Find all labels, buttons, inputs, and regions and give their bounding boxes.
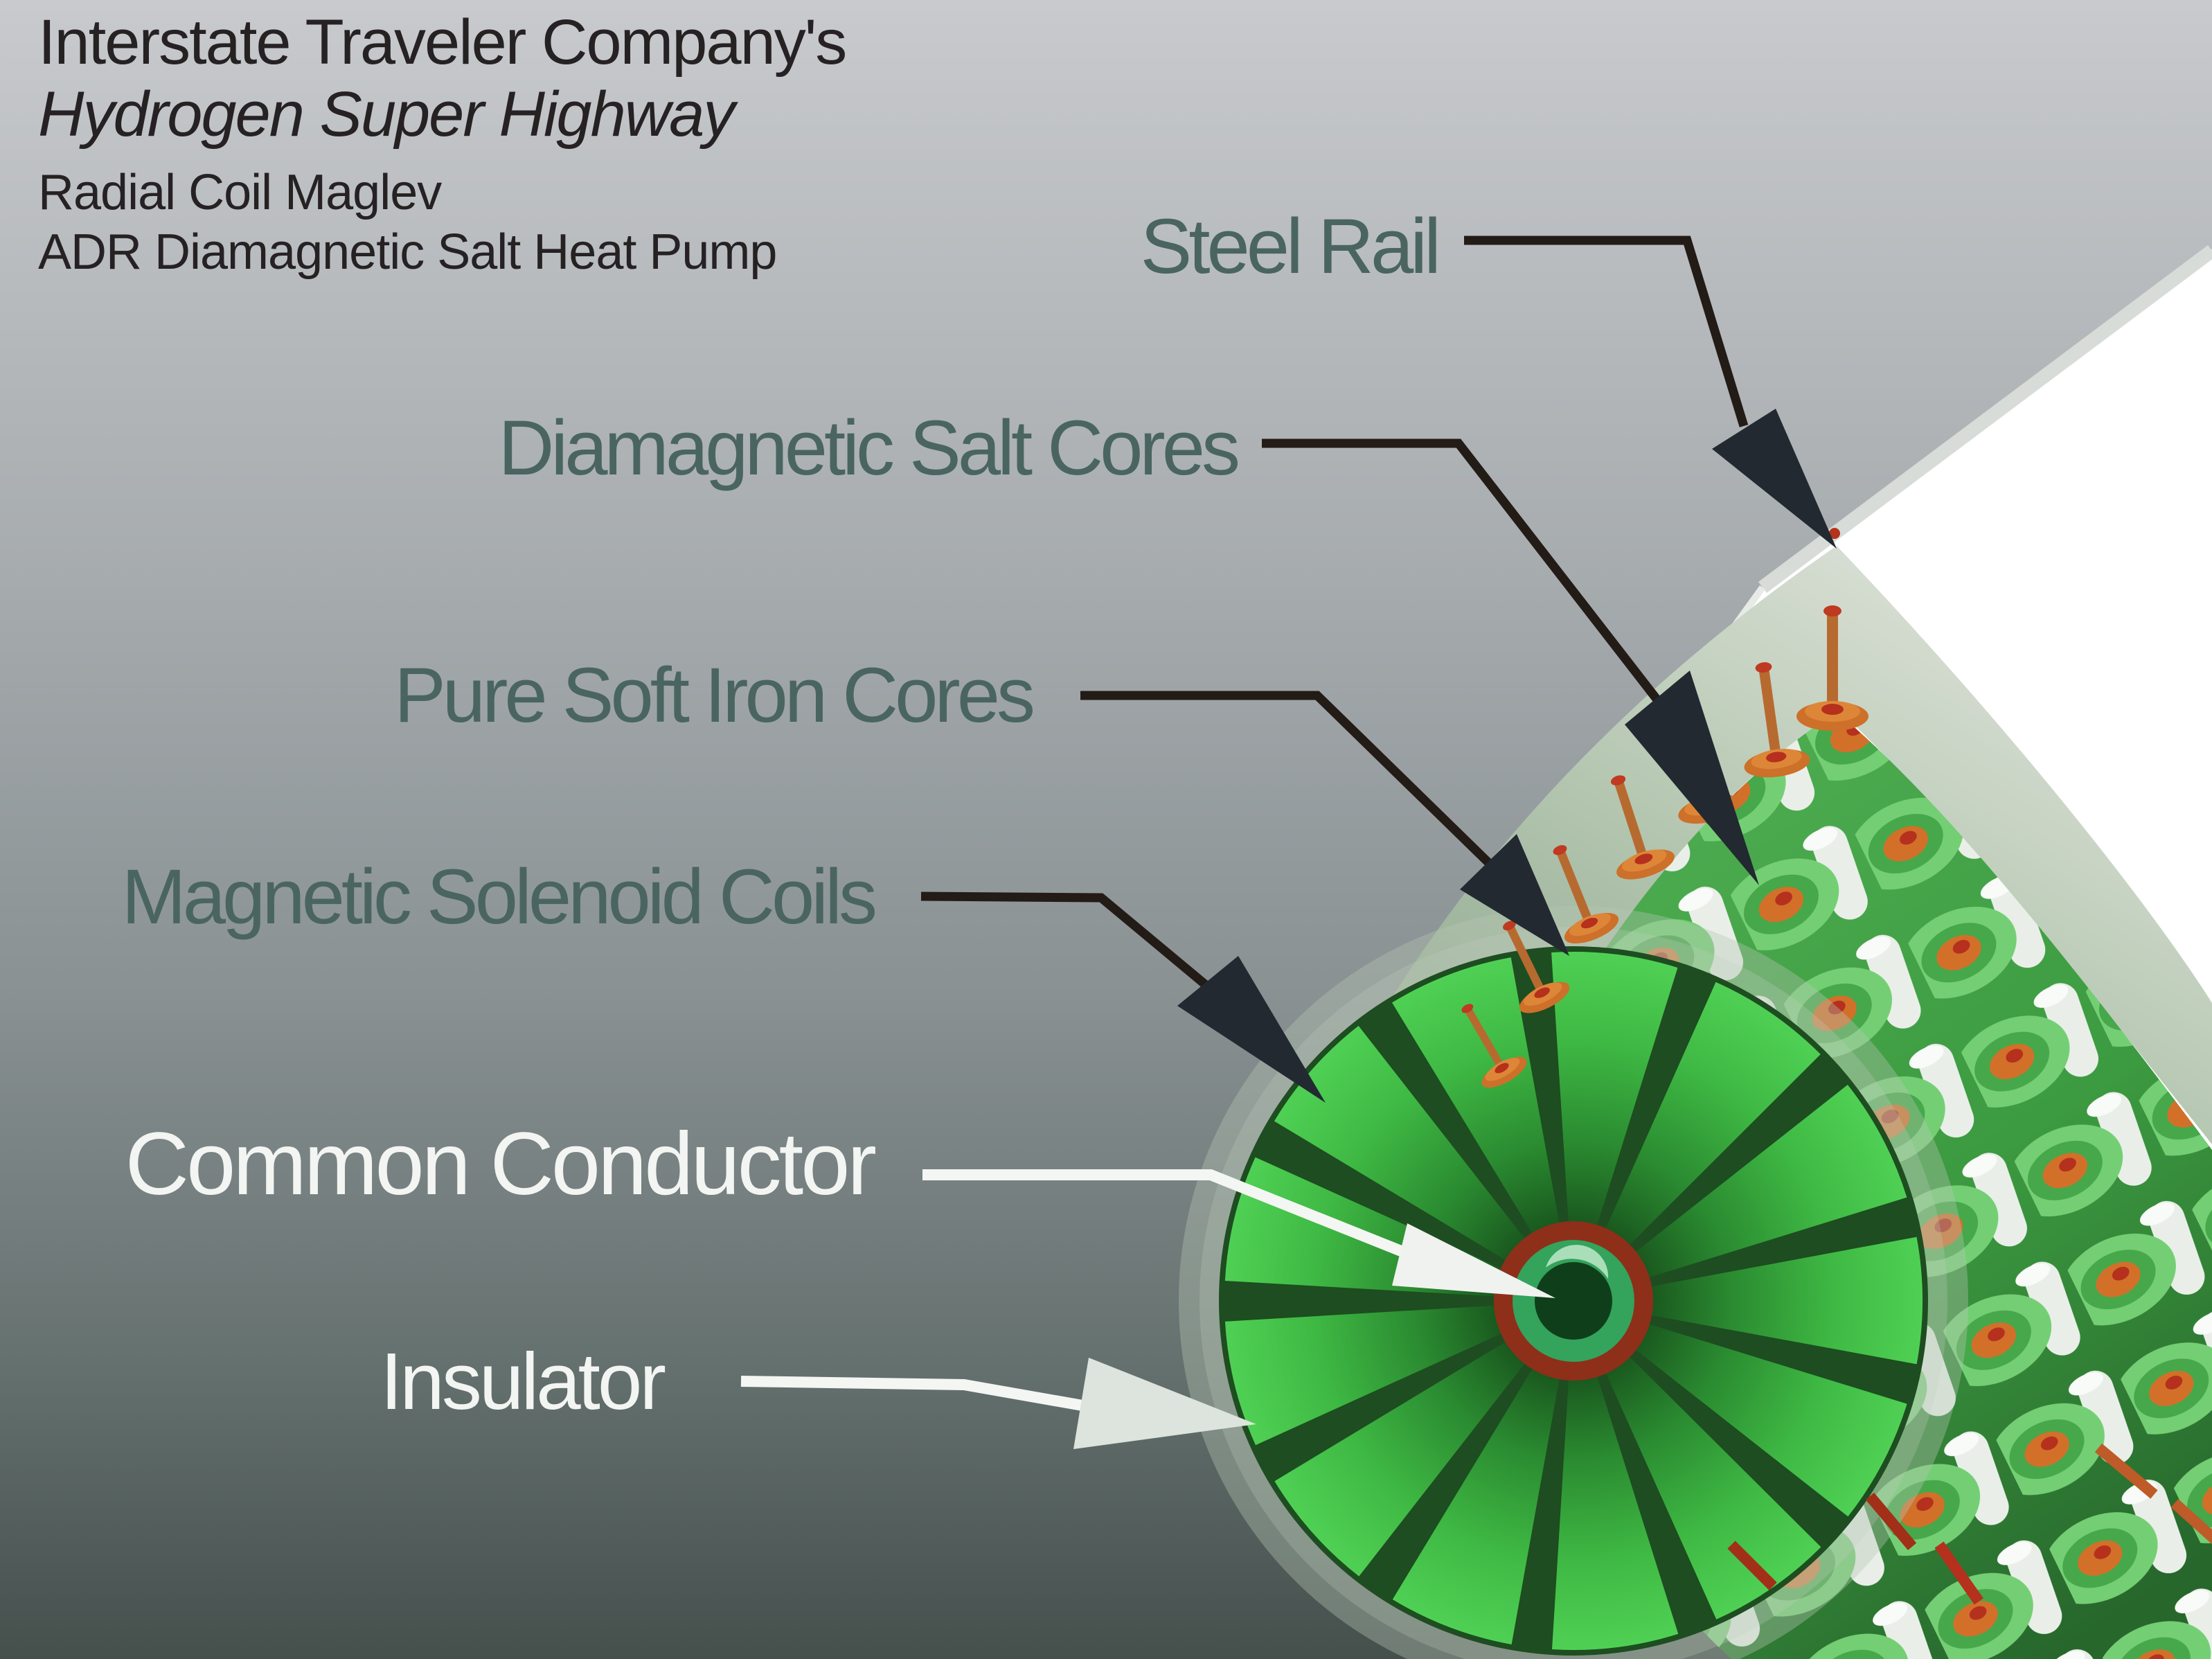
label-steel-rail: Steel Rail bbox=[1141, 203, 1438, 290]
leader-common-conductor bbox=[922, 1169, 1555, 1298]
leader-diamagnetic-salt-cores bbox=[1262, 438, 1759, 885]
part-labels: Steel Rail Diamagnetic Salt Cores Pure S… bbox=[121, 203, 1441, 1426]
solenoid-cone bbox=[1392, 957, 1564, 1252]
solenoid-cone bbox=[1618, 1318, 1907, 1517]
arrowhead-insulator bbox=[1073, 1358, 1256, 1449]
label-common-conductor: Common Conductor bbox=[125, 1115, 876, 1214]
title-block: Interstate Traveler Company's Hydrogen S… bbox=[38, 7, 847, 280]
arrowhead-common-conductor bbox=[1392, 1223, 1555, 1298]
solenoid-cone bbox=[1618, 1085, 1907, 1284]
salt-core-pins-bottom bbox=[1727, 1443, 2212, 1605]
solenoid-cone bbox=[1274, 1025, 1539, 1272]
arrowhead-pure-soft-iron-cores bbox=[1460, 834, 1569, 956]
arrowhead-steel-rail bbox=[1712, 409, 1837, 549]
solenoid-cone bbox=[1392, 1349, 1564, 1644]
leader-lines bbox=[740, 236, 1837, 1449]
solenoid-cone bbox=[1551, 951, 1678, 1247]
title-subsystem: Radial Coil Maglev bbox=[38, 165, 442, 220]
leader-pure-soft-iron-cores bbox=[1080, 691, 1569, 956]
label-diamagnetic-salt-cores: Diamagnetic Salt Cores bbox=[499, 405, 1238, 491]
solenoid-cone bbox=[1596, 982, 1821, 1261]
arrowhead-magnetic-solenoid-coils bbox=[1177, 956, 1326, 1103]
solenoid-cone bbox=[1224, 1304, 1522, 1446]
apex-pin-tip bbox=[1829, 528, 1840, 539]
title-component: ADR Diamagnetic Salt Heat Pump bbox=[38, 224, 776, 280]
leader-steel-rail bbox=[1464, 236, 1837, 549]
label-pure-soft-iron-cores: Pure Soft Iron Cores bbox=[394, 652, 1033, 738]
title-project: Hydrogen Super Highway bbox=[38, 79, 738, 150]
common-conductor-hub bbox=[1494, 1221, 1653, 1381]
solenoid-cone bbox=[1552, 1355, 1679, 1650]
leader-insulator bbox=[740, 1358, 1256, 1449]
title-company: Interstate Traveler Company's bbox=[38, 7, 846, 78]
radial-cone-fan bbox=[1219, 946, 1928, 1656]
arrowhead-diamagnetic-salt-cores bbox=[1625, 671, 1759, 885]
label-magnetic-solenoid-coils: Magnetic Solenoid Coils bbox=[121, 853, 875, 940]
leader-magnetic-solenoid-coils bbox=[920, 891, 1326, 1103]
label-insulator: Insulator bbox=[380, 1336, 665, 1426]
solenoid-cone bbox=[1274, 1330, 1539, 1577]
solenoid-cone bbox=[1596, 1340, 1821, 1620]
solenoid-cone bbox=[1629, 1236, 1923, 1365]
